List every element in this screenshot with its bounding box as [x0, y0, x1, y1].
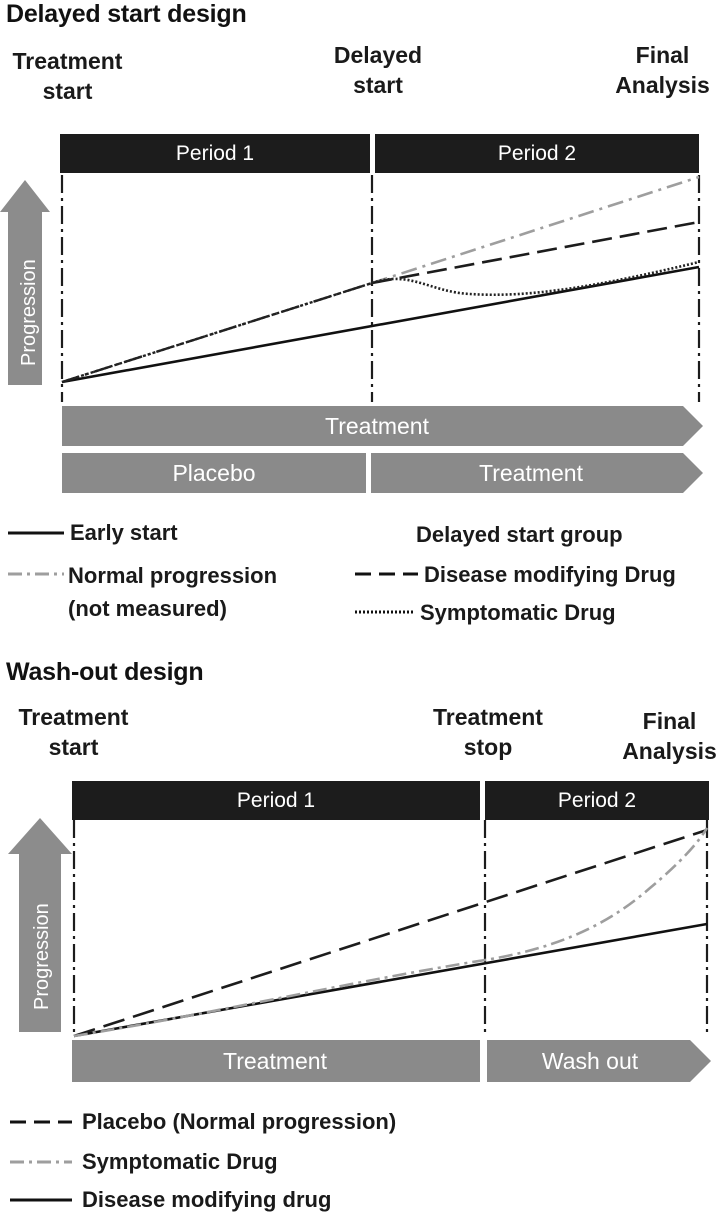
normal-progression-line — [371, 175, 700, 285]
washout-washout-bar-label: Wash out — [542, 1048, 639, 1074]
legend-early-start: Early start — [70, 520, 178, 545]
legend-symptomatic: Symptomatic Drug — [420, 600, 616, 625]
washout-treatment-stop-label: Treatment stop — [433, 704, 543, 760]
delayed-treatment-bar — [62, 406, 703, 446]
disease-modifying-line — [371, 220, 700, 285]
washout-final-analysis-label: Final Analysis — [622, 708, 717, 764]
delayed-treatment2-bar — [371, 453, 703, 493]
legend-normal-progression: Normal progression (not measured) — [68, 563, 278, 621]
washout-washout-bar — [487, 1040, 711, 1082]
washout-progression-arrow — [8, 818, 72, 1032]
delayed-progression-label: Progression — [18, 259, 40, 366]
delayed-start-label: Delayed start — [333, 42, 423, 98]
delayed-treatment2-bar-label: Treatment — [479, 460, 584, 486]
delayed-group-period1-dash — [61, 281, 373, 384]
legend-washout-disease-modifying: Disease modifying drug — [82, 1187, 332, 1212]
washout-title: Wash-out design — [6, 658, 204, 686]
washout-period-1: Period 1 — [72, 781, 480, 820]
delayed-progression-arrow — [0, 180, 50, 385]
delayed-legend-keys — [8, 531, 418, 614]
symptomatic-line — [371, 260, 700, 297]
early-start-line — [61, 265, 700, 384]
delayed-diagram: Progression Treatment Placebo Treatment — [0, 175, 703, 493]
washout-progression-label: Progression — [31, 903, 53, 1010]
legend-washout-symptomatic: Symptomatic Drug — [82, 1149, 278, 1174]
washout-period-2: Period 2 — [485, 781, 709, 820]
delayed-placebo-bar-label: Placebo — [172, 460, 255, 486]
delayed-final-analysis-label: Final Analysis — [615, 42, 710, 98]
legend-placebo: Placebo (Normal progression) — [82, 1109, 397, 1134]
washout-treatment-bar — [72, 1040, 480, 1082]
delayed-placebo-bar — [62, 453, 366, 493]
legend-delayed-group-heading: Delayed start group — [416, 522, 623, 547]
washout-treatment-bar-label: Treatment — [223, 1048, 328, 1074]
delayed-period-2: Period 2 — [375, 134, 699, 173]
washout-legend-keys — [10, 1120, 72, 1202]
delayed-period-1: Period 1 — [60, 134, 370, 173]
washout-symptomatic-line — [73, 827, 709, 1038]
washout-disease-modifying-line — [73, 922, 708, 1038]
washout-treatment-start-label: Treatment start — [18, 704, 129, 760]
delayed-title: Delayed start design — [6, 0, 247, 28]
placebo-line — [73, 828, 708, 1038]
washout-diagram: Progression Treatment Wash out — [8, 818, 711, 1082]
legend-disease-modifying: Disease modifying Drug — [424, 562, 676, 587]
delayed-treatment-bar-label: Treatment — [325, 413, 430, 439]
delayed-treatment-start-label: Treatment start — [12, 48, 123, 104]
